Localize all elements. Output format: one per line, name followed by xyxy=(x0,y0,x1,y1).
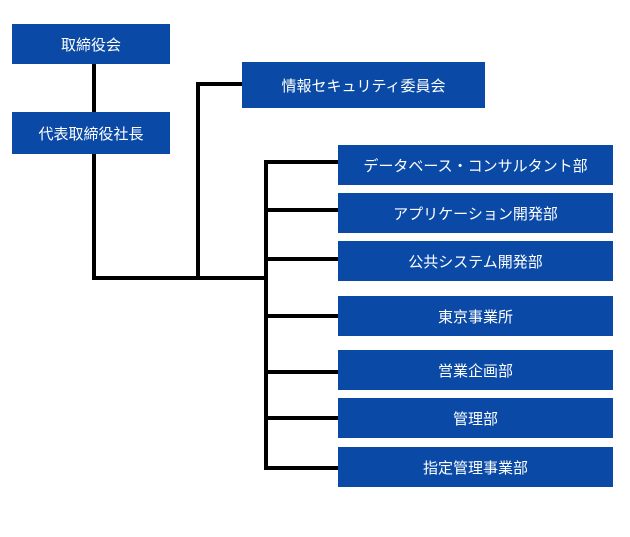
dept-label-7: 指定管理事業部 xyxy=(422,458,528,477)
connector-committee-vertical xyxy=(196,82,200,280)
dept-box-1: データベース・コンサルタント部 xyxy=(338,145,613,185)
board-label: 取締役会 xyxy=(60,35,121,54)
connector-president-down xyxy=(92,154,96,280)
dept-label-5: 営業企画部 xyxy=(437,361,513,380)
dept-label-3: 公共システム開発部 xyxy=(408,252,543,271)
dept-label-4: 東京事業所 xyxy=(437,307,513,326)
connector-committee-horizontal xyxy=(196,82,244,86)
dept-label-2: アプリケーション開発部 xyxy=(393,204,558,223)
security-committee-label: 情報セキュリティ委員会 xyxy=(281,76,446,95)
connector-horizontal-main xyxy=(92,276,268,280)
connector-dept-1 xyxy=(264,160,338,164)
connector-dept-6 xyxy=(264,416,338,420)
president-label: 代表取締役社長 xyxy=(38,124,144,143)
dept-box-7: 指定管理事業部 xyxy=(338,447,613,487)
connector-dept-2 xyxy=(264,208,338,212)
dept-box-5: 営業企画部 xyxy=(338,350,613,390)
dept-box-2: アプリケーション開発部 xyxy=(338,193,613,233)
connector-dept-5 xyxy=(264,370,338,374)
dept-box-4: 東京事業所 xyxy=(338,296,613,336)
dept-box-6: 管理部 xyxy=(338,398,613,438)
dept-label-1: データベース・コンサルタント部 xyxy=(363,156,588,175)
dept-label-6: 管理部 xyxy=(452,409,498,428)
security-committee-box: 情報セキュリティ委員会 xyxy=(242,62,485,108)
connector-dept-7 xyxy=(264,466,338,470)
connector-dept-4 xyxy=(264,314,338,318)
connector-dept-3 xyxy=(264,257,338,261)
dept-box-3: 公共システム開発部 xyxy=(338,241,613,281)
board-box: 取締役会 xyxy=(12,24,170,64)
connector-board-president xyxy=(92,64,96,112)
president-box: 代表取締役社長 xyxy=(12,112,170,154)
